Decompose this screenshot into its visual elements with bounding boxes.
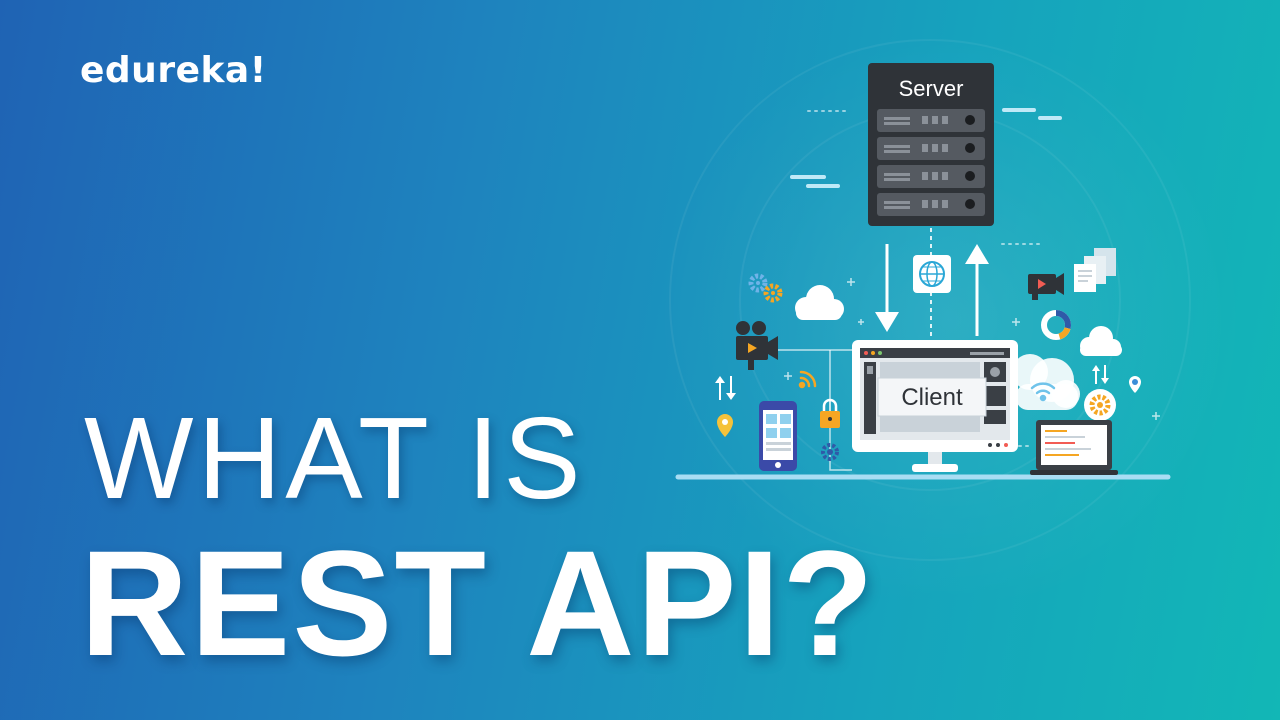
server-rack-icon: Server (868, 63, 994, 226)
video-camera-icon-right (1028, 273, 1064, 300)
client-label-box: Client (877, 377, 987, 417)
transfer-arrows-icon-right (1092, 365, 1109, 384)
donut-chart-icon (1041, 310, 1071, 340)
smartphone-icon (759, 401, 797, 471)
headline-line-2: REST API? (80, 519, 876, 687)
padlock-icon (820, 398, 840, 428)
arrow-down-icon (875, 244, 899, 332)
gear-badge-icon (1084, 389, 1116, 421)
signal-icon (798, 370, 817, 389)
client-connectors (778, 349, 852, 471)
server-label: Server (899, 76, 964, 101)
video-camera-icon (736, 321, 778, 370)
globe-icon (913, 255, 951, 293)
headline-line-1: WHAT IS (84, 393, 585, 523)
arrow-up-icon (965, 244, 989, 336)
gear-icon-small (821, 443, 839, 461)
map-pin-icon-right (1129, 376, 1141, 393)
cloud-left (795, 285, 844, 320)
decorative-dashes (790, 108, 1062, 447)
gear-icon (748, 273, 783, 303)
wifi-icon (1030, 382, 1056, 402)
cloud-right (1080, 326, 1122, 356)
sparkles (784, 278, 1160, 420)
brand-logo: edureka! (80, 50, 267, 91)
client-label: Client (901, 384, 963, 411)
server-units (877, 109, 985, 216)
map-pin-icon (717, 414, 733, 437)
cloud-wifi (1012, 354, 1080, 410)
documents-icon (1074, 248, 1116, 292)
transfer-arrows-icon (715, 376, 736, 400)
laptop-icon (1030, 420, 1118, 475)
